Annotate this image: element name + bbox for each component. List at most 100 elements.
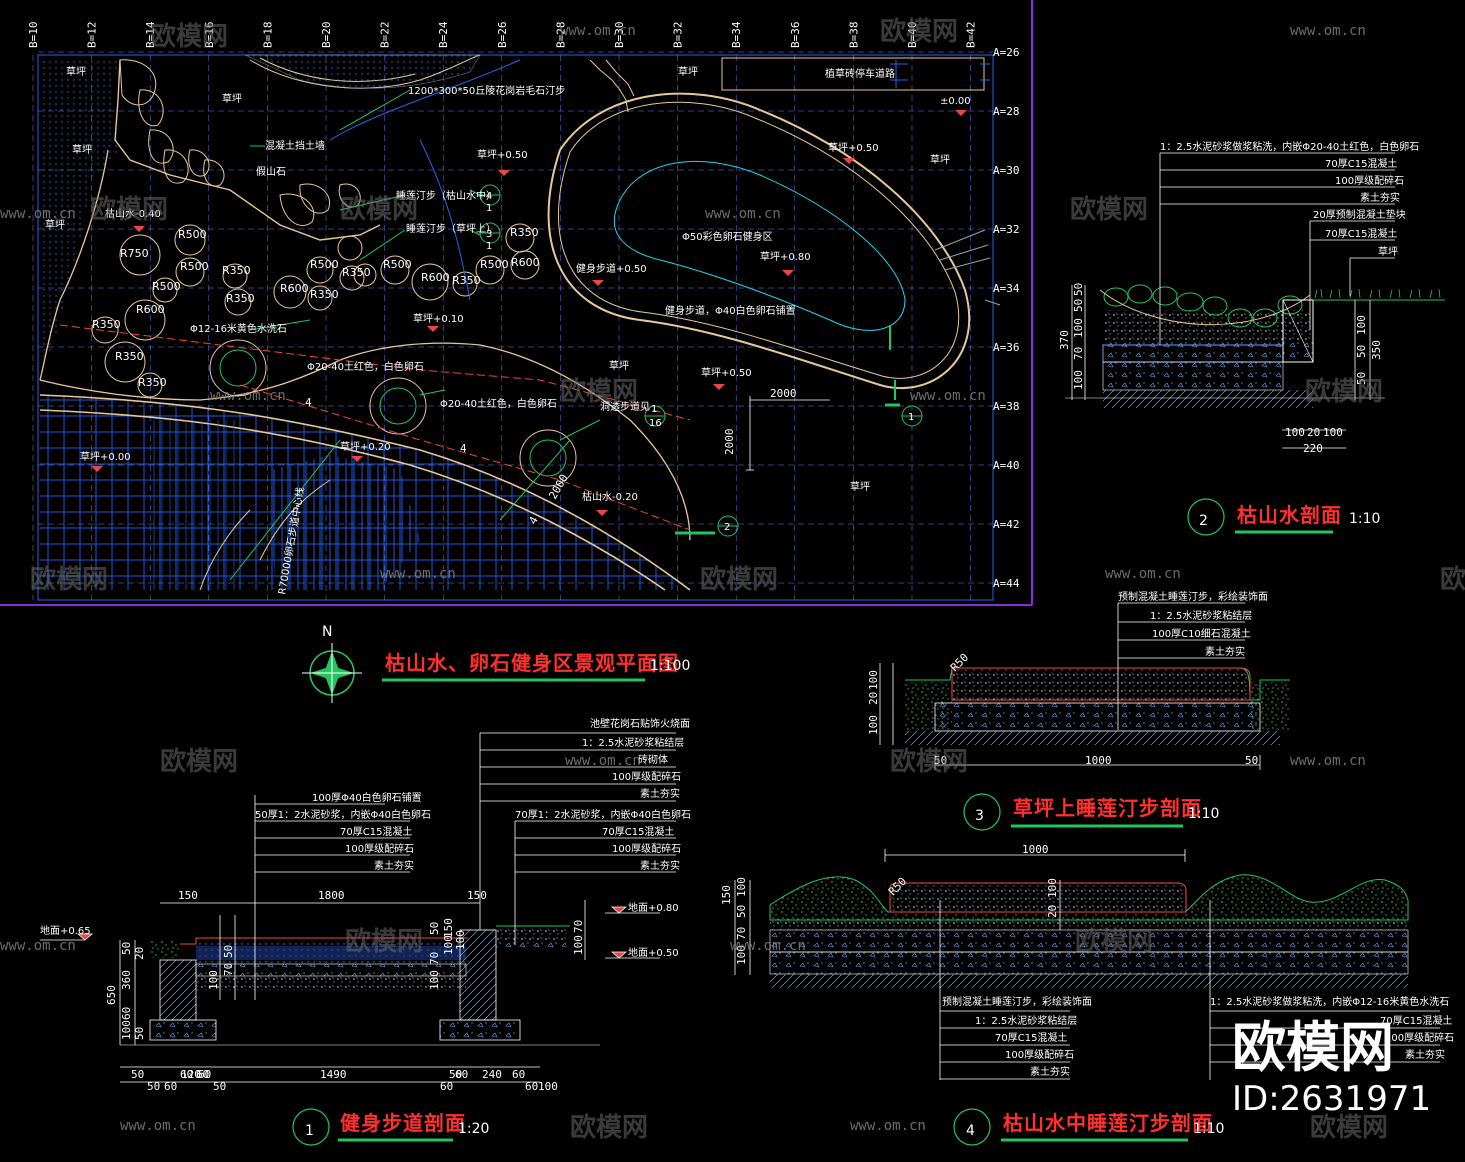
sec1-lr-9: 素土夯实: [640, 859, 680, 872]
sec2-dim-b0: 100: [1285, 426, 1305, 439]
sec2-dim-l4: 50: [1072, 299, 1085, 312]
grid-row-label: A=44: [993, 577, 1020, 590]
watermark-site: www.om.cn: [120, 1118, 196, 1134]
watermark-site: www.om.cn: [380, 566, 456, 582]
plan-title: 枯山水、卵石健身区景观平面图: [385, 651, 679, 675]
sec1-title: 健身步道剖面: [340, 1111, 466, 1135]
elevation-label: 草坪+0.10: [413, 312, 464, 325]
radius-label: R350: [310, 288, 339, 301]
sec3-scale: 1:10: [1188, 806, 1219, 822]
grid-col-label: B=26: [496, 22, 509, 49]
sec2-layer-3: 100厚级配碎石: [1335, 174, 1404, 187]
sec4-ll-1: 预制混凝土睡莲汀步，彩绘装饰面: [942, 995, 1092, 1008]
elevation-label: ±0.00: [940, 96, 971, 107]
sec3-number: 3: [975, 808, 984, 824]
grid-row-label: A=34: [993, 282, 1020, 295]
radius-label: R500: [180, 260, 209, 273]
sec4-dim-l3: 50: [735, 905, 748, 918]
sec1-dim-l2: 50: [120, 942, 133, 955]
radius-label: R350: [342, 266, 371, 279]
dim-2000-h: 2000: [770, 387, 797, 400]
sec3-layer-3: 100厚C10细石混凝土: [1152, 627, 1251, 640]
grid-col-label: B=20: [320, 22, 333, 49]
elevation-label: 健身步道+0.50: [576, 262, 647, 275]
grid-col-label: B=38: [847, 22, 860, 49]
radius-label: R600: [421, 271, 450, 284]
elevation-label: 草坪+0.00: [80, 450, 131, 463]
sec1-scale: 1:20: [458, 1121, 489, 1137]
sec3-layer-1: 预制混凝土睡莲汀步，彩绘装饰面: [1118, 590, 1268, 603]
grid-row-label: A=38: [993, 400, 1020, 413]
section-mark-1a: 1: [486, 203, 492, 214]
sec2-dim-l0: 370: [1058, 330, 1071, 350]
sec4-dim-l2: 70: [735, 927, 748, 940]
watermark-site: www.om.cn: [1105, 566, 1181, 582]
sec4-width: 1000: [1022, 843, 1049, 856]
section-mark-3: 3: [486, 229, 492, 240]
watermark-brand: 欧模网: [890, 746, 968, 777]
watermark-brand: 欧模网: [1440, 564, 1465, 595]
dim-4-b: 4: [460, 442, 467, 455]
sec1-dim-m5: 100: [442, 935, 455, 955]
radius-label: R350: [226, 292, 255, 305]
grid-row-label: A=36: [993, 341, 1020, 354]
watermark-brand: 欧模网: [345, 926, 423, 957]
sec1-dim-t0: 150: [178, 889, 198, 902]
sec1-dim-bottom: 120: [181, 1068, 201, 1081]
elevation-label: 枯山水-0.40: [105, 207, 161, 220]
sec2-dim-l5: 50: [1072, 283, 1085, 296]
elevation-label: 草坪+0.20: [340, 440, 391, 453]
watermark-site: www.om.cn: [730, 938, 806, 954]
grid-col-label: B=42: [965, 22, 978, 49]
sec1-dim-t1: 1800: [318, 889, 345, 902]
watermark-brand: 欧模网: [560, 376, 638, 407]
watermark-brand: 欧模网: [700, 564, 778, 595]
sec1-dim-l6: 50: [133, 1027, 146, 1040]
radius-label: R500: [383, 258, 412, 271]
watermark-brand: 欧模网: [1305, 376, 1383, 407]
watermark-site: www.om.cn: [705, 206, 781, 222]
watermark-brand: 欧模网: [30, 564, 108, 595]
sec4-lr-4: 素土夯实: [1405, 1048, 1445, 1061]
sec2-layer-1: 1：2.5水泥砂浆做浆粘洗，内嵌Φ20-40土红色，白色卵石: [1160, 140, 1419, 153]
sec1-number: 1: [305, 1123, 314, 1139]
sec1-dim-l1: 360: [120, 970, 133, 990]
grid-row-label: A=30: [993, 164, 1020, 177]
section-mark-1d: 1: [908, 412, 914, 423]
sec4-ll-3: 70厚C15混凝土: [995, 1031, 1067, 1044]
sec2-title: 枯山水剖面: [1237, 503, 1342, 527]
note-rock: 假山石: [256, 165, 286, 178]
section-mark-2: 2: [724, 522, 730, 533]
sec1-dim-bottom: 60: [164, 1080, 177, 1093]
sec1-dim-m4: 70: [428, 952, 441, 965]
sec1-dim-m8: 100: [454, 930, 467, 950]
sec4-number: 4: [966, 1123, 975, 1139]
watermark-site: www.om.cn: [1290, 753, 1366, 769]
radius-label: R500: [178, 228, 207, 241]
section-mark-16: 16: [649, 418, 662, 429]
brand-block: 欧模网 ID:2631971: [1232, 1016, 1431, 1119]
dim-2000-v: 2000: [723, 429, 736, 456]
sec2-dim-r0: 350: [1370, 340, 1383, 360]
note-stepping-stone: 1200*300*50丘陵花岗岩毛石汀步: [408, 84, 565, 97]
sec3-layer-2: 1：2.5水泥砂浆粘结层: [1150, 609, 1252, 622]
note-pebble-12-16: Φ12-16米黄色水洗石: [190, 322, 287, 335]
sec1-elev-r2: 地面+0.50: [628, 946, 679, 959]
sec3-dim-b0: 50: [934, 754, 947, 767]
sec4-lr-3: 100厚级配碎石: [1385, 1031, 1454, 1044]
note-pebble-20-40-a: Φ20-40土红色，白色卵石: [307, 360, 424, 373]
section-mark-1c: 1: [651, 404, 657, 415]
watermark-site: www.om.cn: [910, 388, 986, 404]
radius-label: R350: [138, 376, 167, 389]
watermark-layer: 欧模网欧模网欧模网欧模网欧模网欧模网欧模网欧模网欧模网欧模网欧模网欧模网欧模网欧…: [0, 16, 1465, 1143]
sec1-dim-bottom: 60: [525, 1080, 538, 1093]
elevation-label: 草坪+0.80: [760, 250, 811, 263]
radius-label: R500: [480, 258, 509, 271]
note-step-grass: 睡莲汀步（草坪上）: [406, 222, 496, 235]
sec1-dim-bottom: 1490: [320, 1068, 347, 1081]
sec1-lr-2: 1：2.5水泥砂浆粘结层: [582, 736, 684, 749]
sec1-dim-m3: 100: [428, 970, 441, 990]
sec4-dim-m0: 20: [1046, 905, 1059, 918]
